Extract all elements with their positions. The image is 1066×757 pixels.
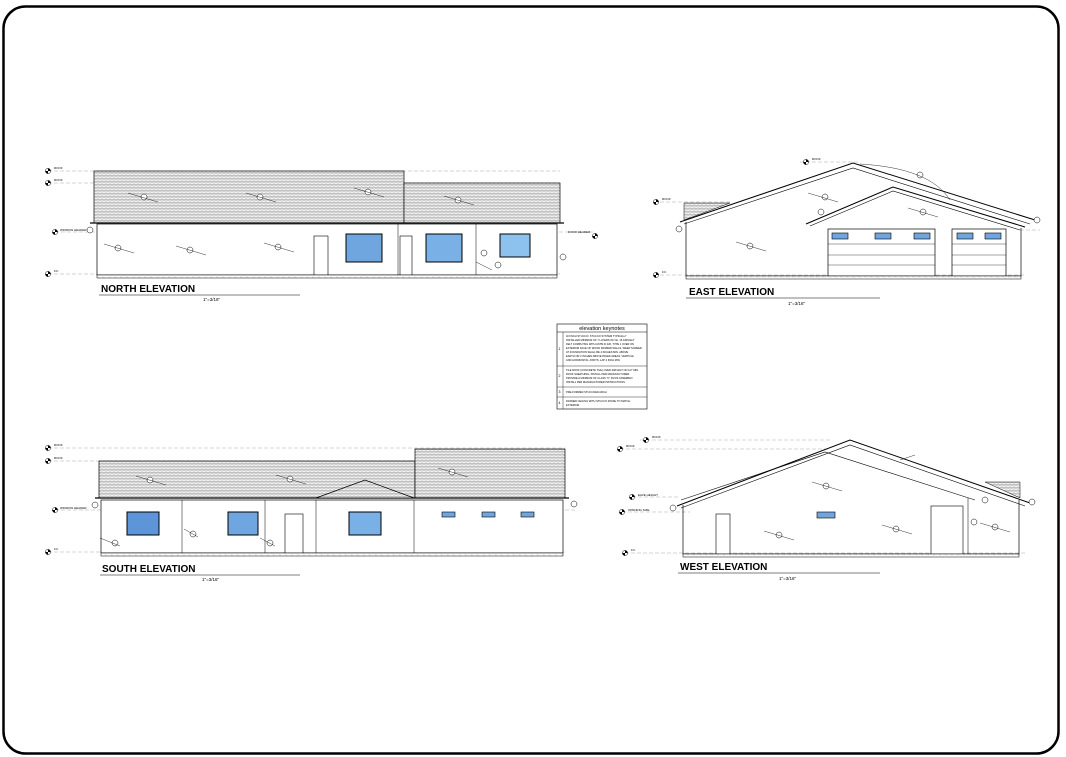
west-door-right — [930, 505, 964, 555]
south-elevation-title: SOUTH ELEVATION — [102, 564, 196, 575]
west-elevation-title: WEST ELEVATION — [680, 562, 767, 573]
south-door — [284, 513, 304, 554]
svg-text:WINDOW HEADER: WINDOW HEADER — [60, 506, 87, 510]
west-elevation: ROOF ROOF EAVE HEIGHT OPENING SIZE F.F. … — [616, 435, 1036, 581]
north-elevation-title: NORTH ELEVATION — [101, 284, 195, 295]
south-wall — [100, 499, 564, 554]
svg-text:EARTH OR 2 INCHES ABOVE PAVED: EARTH OR 2 INCHES ABOVE PAVED AREAS, VER… — [566, 354, 635, 358]
svg-text:EAVE HEIGHT: EAVE HEIGHT — [638, 493, 658, 497]
svg-text:F.F.: F.F. — [662, 270, 667, 274]
south-window-2 — [227, 511, 259, 536]
north-window-2 — [425, 233, 463, 263]
elevation-keynotes-legend: elevation keynotes 1 3/4 INCH STUCCO: ST… — [556, 323, 648, 410]
keynotes-title: elevation keynotes — [579, 326, 625, 332]
svg-text:ROOF: ROOF — [54, 166, 63, 170]
south-window-3 — [348, 511, 382, 536]
east-elevation-scale: 1"=3/16" — [788, 301, 805, 306]
north-elevation-scale: 1"=3/16" — [203, 297, 220, 302]
svg-text:3: 3 — [559, 390, 561, 394]
south-elevation-scale: 1"=3/16" — [202, 577, 219, 582]
sheet-border — [2, 5, 1060, 755]
svg-text:2: 2 — [559, 374, 561, 378]
svg-text:FELT COMPLYING WITH ASTM D 226: FELT COMPLYING WITH ASTM D 226, TYPE 1 O… — [566, 342, 634, 346]
svg-text:F.F.: F.F. — [631, 548, 636, 552]
south-elevation: ROOF ROOF WINDOW HEADER F.F. SOUTH — [44, 443, 578, 582]
svg-text:F.F.: F.F. — [54, 547, 59, 551]
svg-text:ROOF: ROOF — [54, 443, 63, 447]
svg-text:AND HORIZONTAL JOINTS, LAP 2 I: AND HORIZONTAL JOINTS, LAP 2 INCH MIN. — [566, 358, 621, 362]
svg-text:4: 4 — [559, 401, 561, 405]
svg-text:F.F.: F.F. — [54, 269, 59, 273]
south-window-1 — [126, 511, 160, 536]
svg-text:PRE-FORMED STUCCOED ARCH: PRE-FORMED STUCCOED ARCH — [566, 390, 607, 394]
svg-text:INSTALLED MINIMUM OF 7 LAYERS: INSTALLED MINIMUM OF 7 LAYERS OF No. 15 … — [566, 338, 635, 342]
south-roof-garage — [414, 448, 566, 499]
west-door-left — [715, 513, 731, 555]
svg-text:PROVIDE A MINIMUM OF CLASS "C": PROVIDE A MINIMUM OF CLASS "C" ROOF ASSE… — [566, 376, 633, 380]
svg-text:ROOF: ROOF — [652, 435, 661, 439]
east-elevation: ROOF ROOF F.F. EAST ELEVAT — [652, 157, 1041, 306]
svg-text:TILE ROOF (CONCRETE TILE) OVER: TILE ROOF (CONCRETE TILE) OVER 30# FELT … — [566, 368, 638, 372]
svg-text:ROOF: ROOF — [812, 157, 821, 161]
svg-text:ROOF SHEATHING, INSTALL PER MA: ROOF SHEATHING, INSTALL PER MANUFACTURER… — [566, 372, 630, 376]
north-door-2 — [399, 235, 413, 276]
svg-text:ROOF: ROOF — [626, 444, 635, 448]
svg-text:OPENING SIZE: OPENING SIZE — [628, 508, 649, 512]
north-roof-garage — [403, 182, 561, 224]
svg-text:ROOF: ROOF — [54, 178, 63, 182]
svg-text:EXTERIOR FACE OF WOOD FRAMED W: EXTERIOR FACE OF WOOD FRAMED WALLS, WEEP… — [566, 346, 642, 350]
svg-text:INSTALL PER MANUFACTURER INSTR: INSTALL PER MANUFACTURER INSTRUCTIONS. — [566, 380, 626, 384]
north-window-1 — [345, 233, 383, 263]
west-window — [816, 511, 836, 519]
svg-text:ROOF: ROOF — [662, 197, 671, 201]
svg-text:ROOF: ROOF — [54, 456, 63, 460]
svg-text:AT FOUNDATION SHALL BE 4 INCHE: AT FOUNDATION SHALL BE 4 INCHES MIN. ABO… — [566, 350, 628, 354]
north-door — [313, 235, 329, 276]
svg-text:WINDOW HEADER: WINDOW HEADER — [60, 228, 87, 232]
north-roof-main — [93, 170, 405, 224]
north-elevation: ROOF ROOF WINDOW HEADER F.F. DOOR HEADER — [44, 166, 599, 302]
north-window-3 — [499, 233, 531, 258]
east-elevation-title: EAST ELEVATION — [689, 287, 774, 298]
svg-text:1: 1 — [559, 347, 561, 351]
svg-text:FRAMED CEILING WITH STUCCO FIN: FRAMED CEILING WITH STUCCO FINISH TO MAT… — [566, 399, 630, 403]
svg-text:DOOR HEADER: DOOR HEADER — [568, 230, 591, 234]
svg-text:3/4 INCH STUCCO: STUCCO SYSTEM: 3/4 INCH STUCCO: STUCCO SYSTEM TYPICALLY — [566, 334, 627, 338]
west-elevation-scale: 1"=3/16" — [779, 576, 796, 581]
svg-text:EXTERIOR.: EXTERIOR. — [566, 403, 580, 407]
